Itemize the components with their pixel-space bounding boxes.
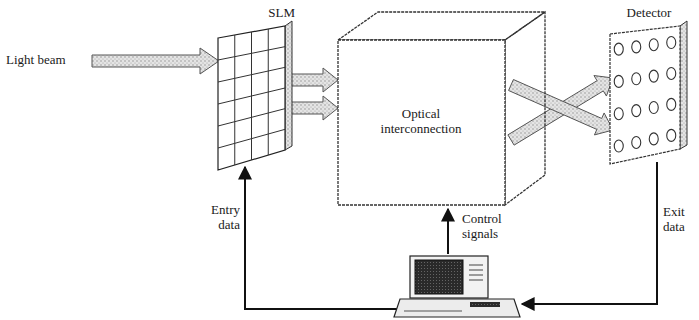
grid-line [218,88,285,104]
detector-face [610,26,680,164]
slm-panel-outline [215,4,295,176]
detector-cell [632,41,641,53]
detector-cell [667,98,676,110]
slm-face [218,26,285,170]
signal-label: Exit data [663,205,694,235]
panel-heading: Detector [605,6,693,21]
exit-data-arrow [522,162,657,304]
cube-front [338,40,505,205]
keys [404,311,462,312]
box-title: Optical interconnection [365,107,477,137]
detector-cell [632,136,641,148]
detector-cell [614,108,623,120]
detector-cell [667,67,676,79]
detector-cell [649,39,658,51]
monitor-screen [415,260,463,294]
grid-line [218,109,285,126]
vent [469,275,483,276]
detector-panel-outline [605,4,693,166]
grid-line [218,47,285,60]
cube-top [338,12,545,40]
computer [394,256,520,317]
slm-panel: SLM [215,4,295,176]
panel-edge [680,21,687,149]
detector-cell [614,140,623,152]
detector-cell [667,36,676,48]
panel-heading: SLM [215,6,295,21]
grid-line [218,129,285,148]
detector-cell [614,43,623,55]
grid-line [218,67,285,82]
detector-panel: Detector [605,4,693,166]
interconnection-box-outline [338,10,548,207]
detector-cell [667,129,676,141]
detector-cell [649,70,658,82]
control-arrow [447,209,449,254]
drive-slot [470,302,500,307]
detector-cell [649,102,658,114]
cube-side [505,12,545,205]
detector-cell [632,105,641,117]
monitor-case [410,256,488,298]
signal-label: Control signals [462,212,524,242]
light-beam-arrow [92,48,219,74]
vent [469,270,483,271]
detector-cell [632,73,641,85]
beam-arrow [508,76,613,146]
vent [469,280,483,281]
beam-arrow [509,80,613,135]
panel-edge [285,21,292,150]
vent [469,265,483,266]
interconnection-box: Optical interconnection [338,10,548,207]
detector-cell [649,133,658,145]
signal-label: Entry data [196,203,240,233]
keyboard [394,299,520,317]
input-label: Light beam [6,53,86,68]
detector-cell [614,75,623,87]
